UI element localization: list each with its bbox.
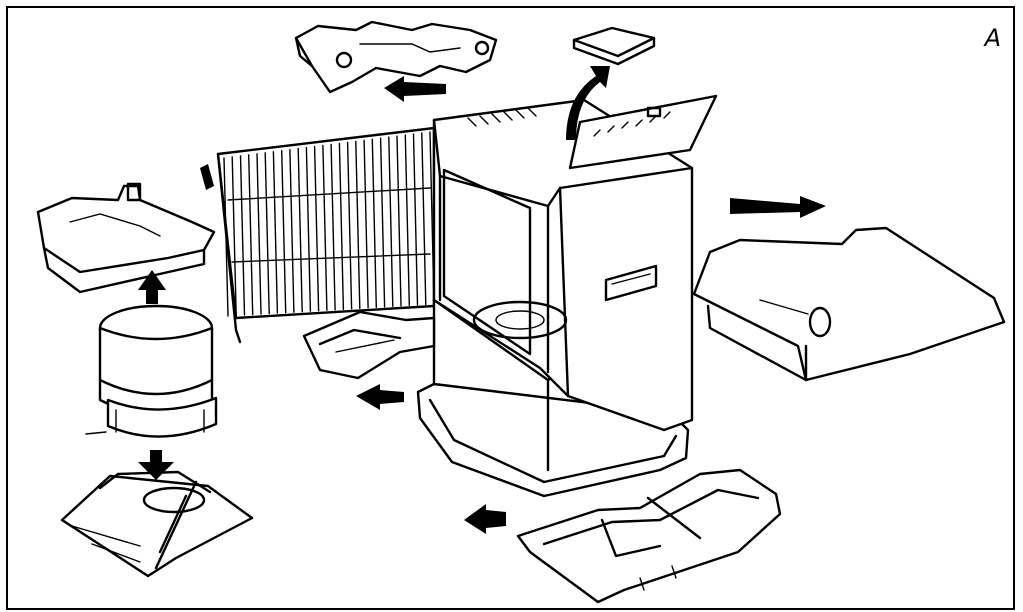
small-plate-part — [572, 26, 656, 66]
grille-slat — [388, 136, 394, 308]
direction-arrows — [138, 66, 826, 534]
bottom-tray-part — [516, 468, 782, 604]
arrow-accent-mark — [200, 164, 214, 190]
arrow-down-left-icon — [138, 450, 174, 480]
grille-slat — [305, 146, 312, 312]
grille-slat — [247, 154, 254, 316]
grille-slat — [289, 148, 295, 313]
grille-slat — [272, 151, 279, 314]
arrow-up-left-icon — [138, 270, 166, 304]
arrow-curved-up-icon — [566, 66, 610, 140]
grille-slat — [338, 142, 345, 310]
upper-left-tray-part — [36, 182, 216, 294]
figure-corner-label: A — [984, 24, 1001, 52]
grille-slat — [371, 138, 377, 309]
front-grille-panel — [216, 126, 436, 344]
grille-slat — [264, 152, 270, 315]
grille-slat — [313, 145, 320, 312]
lower-left-base-part — [60, 470, 254, 578]
grille-slat — [396, 135, 402, 307]
grille-slat — [322, 144, 328, 311]
arrow-bottom-tray-icon — [464, 504, 506, 534]
side-panel-part — [692, 226, 1006, 382]
fuel-tank-part — [85, 304, 218, 438]
grille-slat — [239, 155, 246, 316]
grille-slat — [256, 153, 262, 315]
grille-slat — [223, 157, 229, 317]
grille-slat — [421, 132, 427, 306]
heater-main-body — [416, 94, 718, 498]
top-cover-part — [294, 20, 498, 94]
front-drip-tray-part — [302, 310, 436, 380]
figure-frame: A — [6, 6, 1015, 610]
arrow-drip-tray-icon — [356, 384, 404, 410]
grille-slat — [355, 140, 361, 309]
arrow-left-top-icon — [384, 76, 446, 102]
grille-slat — [281, 149, 287, 314]
grille-slat — [297, 147, 303, 313]
grille-slat — [379, 137, 386, 308]
grille-slat — [404, 134, 410, 307]
grille-slat — [363, 139, 369, 309]
grille-slat — [330, 143, 336, 311]
arrow-right-side-icon — [730, 196, 826, 218]
grille-slat — [412, 133, 419, 306]
grille-slat — [346, 141, 353, 310]
grille-slat — [231, 156, 237, 317]
